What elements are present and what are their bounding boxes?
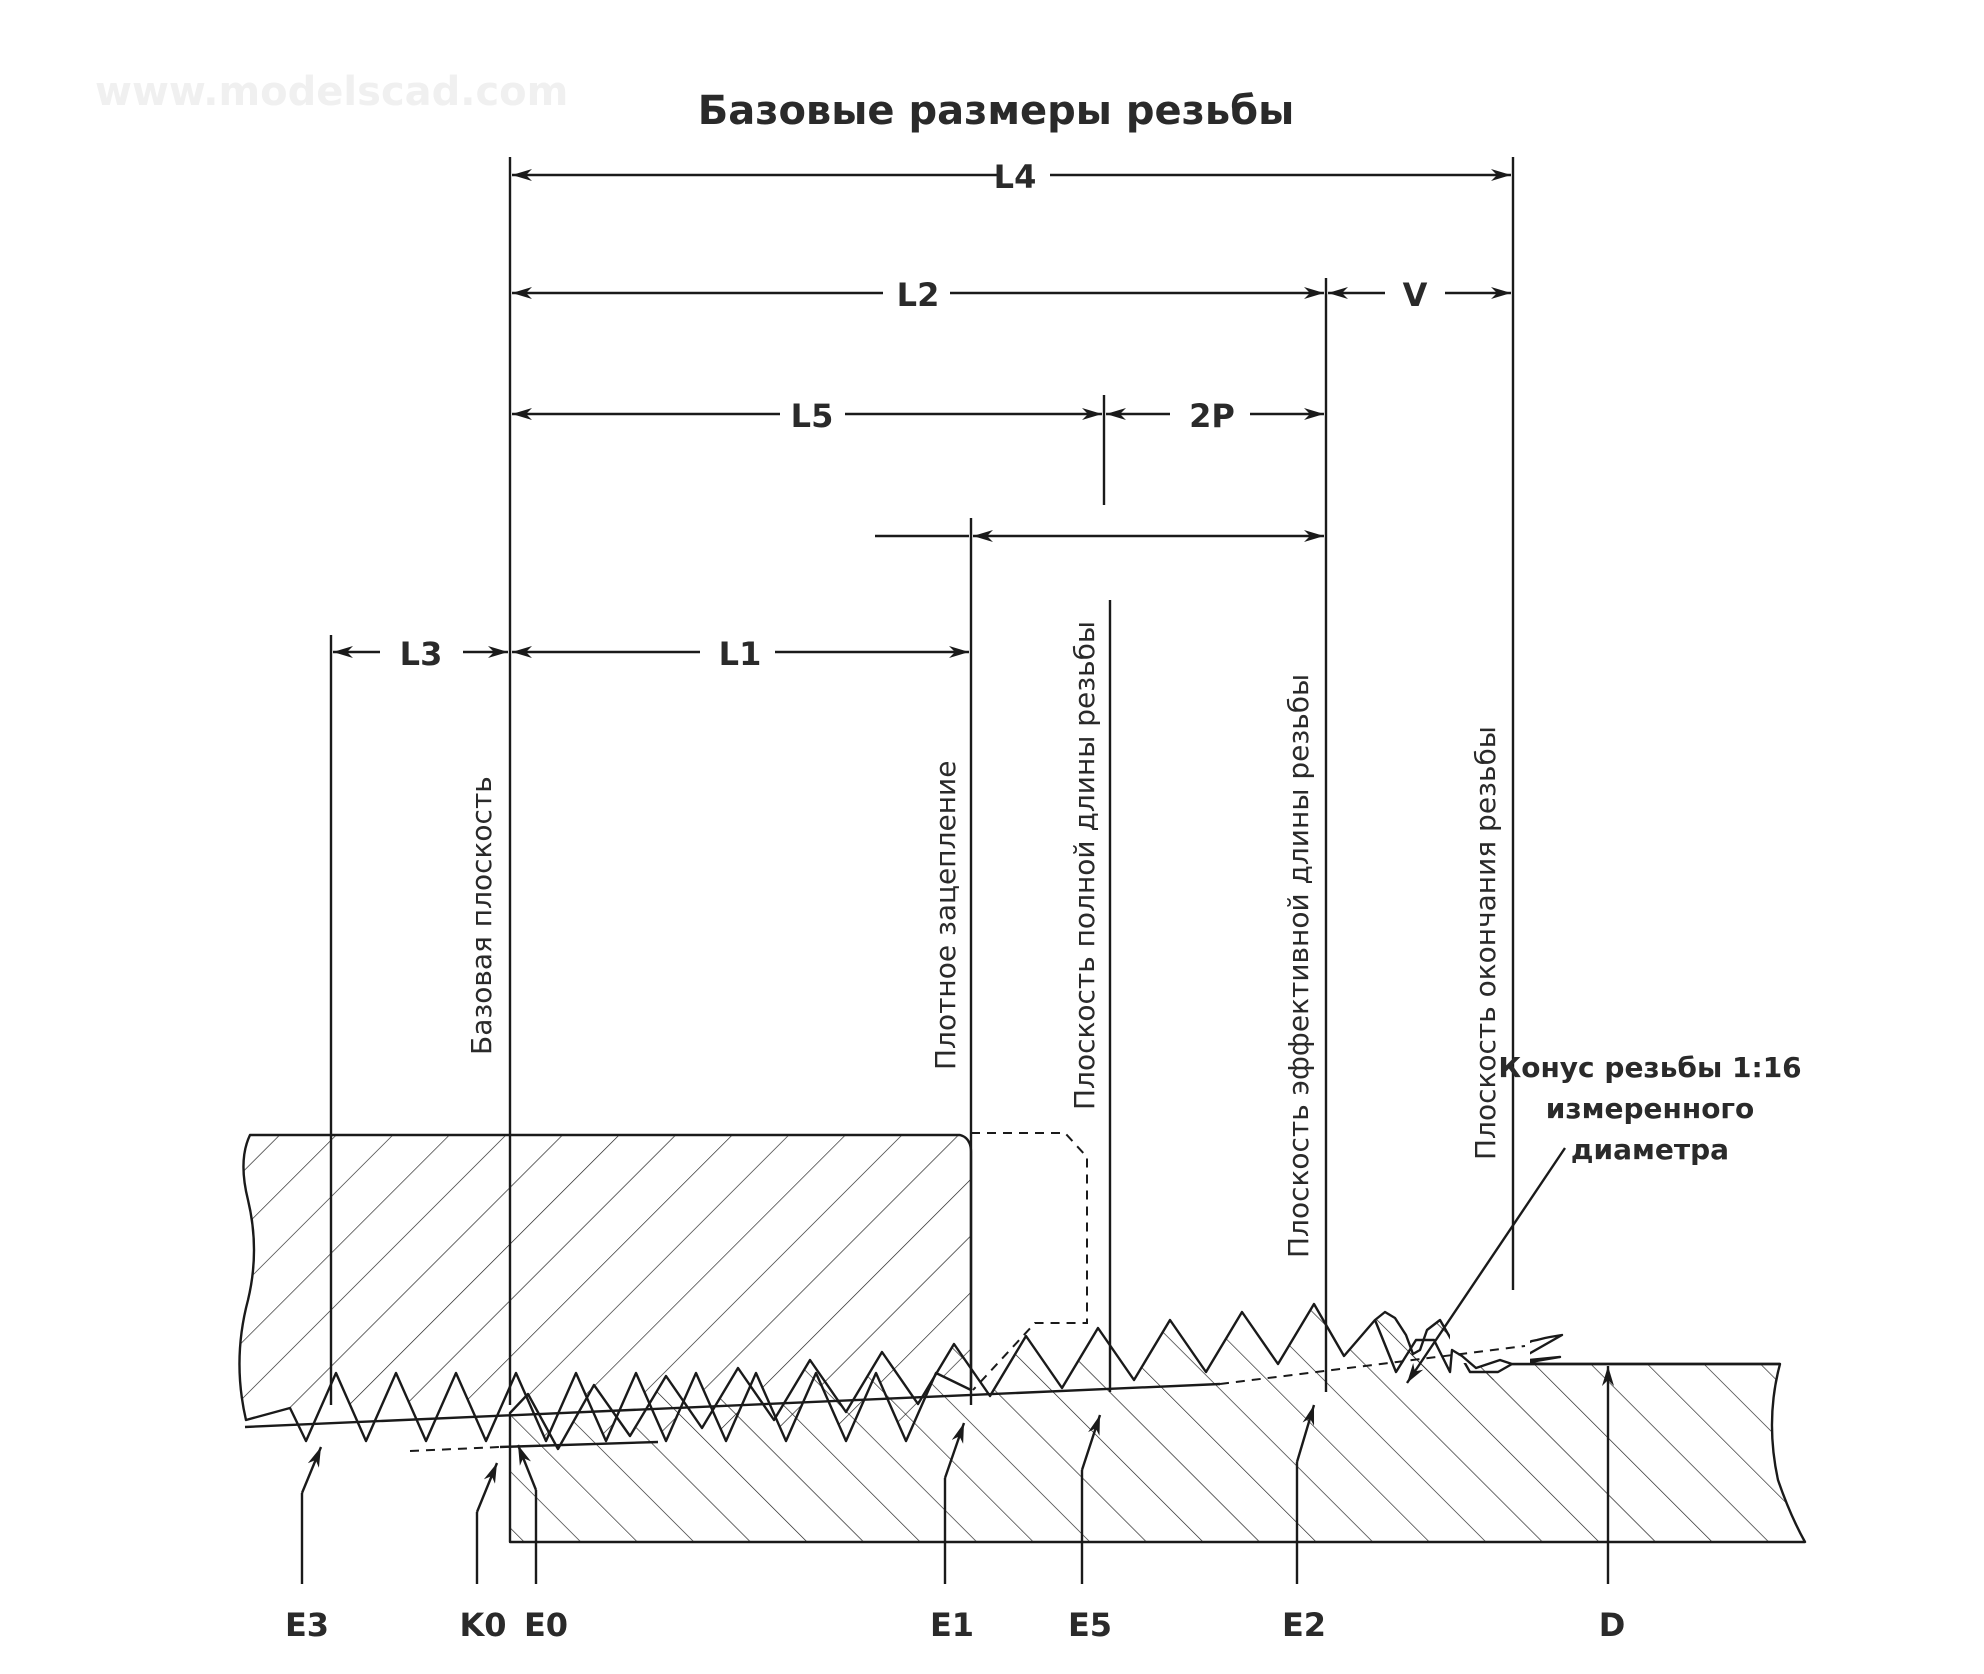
leader-e3-angled — [300, 1446, 323, 1494]
label-base-plane: Базовая плоскость — [465, 776, 498, 1055]
diagram-title: Базовые размеры резьбы — [698, 88, 1295, 134]
dim-l4-label: L4 — [994, 158, 1037, 196]
leader-k0-angled — [475, 1462, 499, 1513]
dim-2p-label: 2P — [1189, 397, 1235, 435]
point-label-e5: E5 — [1068, 1606, 1112, 1644]
leader-e2-angled — [1295, 1404, 1316, 1463]
dim-l2-label: L2 — [897, 276, 940, 314]
dim-v-label: V — [1403, 276, 1428, 314]
pipe-vanishing-thread — [1450, 1290, 1530, 1363]
point-label-k0: K0 — [459, 1606, 506, 1644]
thread-cone-line — [244, 1382, 1221, 1429]
leader-e5-angled — [1080, 1414, 1102, 1471]
cone-label-line2: измеренного — [1546, 1092, 1755, 1125]
dim-l3-label: L3 — [400, 635, 443, 673]
cone-label-line1: Конус резьбы 1:16 — [1498, 1051, 1801, 1084]
label-effective-length-plane: Плоскость эффективной длины резьбы — [1282, 674, 1315, 1258]
leader-e0-angled — [516, 1444, 538, 1491]
label-full-length-plane: Плоскость полной длины резьбы — [1068, 621, 1101, 1110]
leader-cone — [1406, 1147, 1566, 1384]
watermark: www.modelscad.com — [95, 69, 568, 115]
point-label-d: D — [1599, 1606, 1626, 1644]
label-thread-end-plane: Плоскость окончания резьбы — [1469, 726, 1502, 1160]
dim-l5-label: L5 — [791, 397, 834, 435]
pipe-vanishing-hatch-fill — [1396, 1340, 1518, 1380]
pipe-section — [508, 1302, 1807, 1544]
thread-cone-line-extension — [1219, 1345, 1526, 1385]
point-label-e3: E3 — [285, 1606, 329, 1644]
point-label-e0: E0 — [524, 1606, 568, 1644]
dim-l1-label: L1 — [719, 635, 762, 673]
cone-label-line3: диаметра — [1571, 1133, 1729, 1166]
pitch-line-start — [409, 1446, 501, 1452]
tight-engagement-outline — [971, 1132, 1088, 1391]
label-tight-engagement: Плотное зацепление — [929, 761, 962, 1070]
point-label-e1: E1 — [930, 1606, 974, 1644]
leader-e1-angled — [943, 1422, 966, 1479]
point-label-e2: E2 — [1282, 1606, 1326, 1644]
